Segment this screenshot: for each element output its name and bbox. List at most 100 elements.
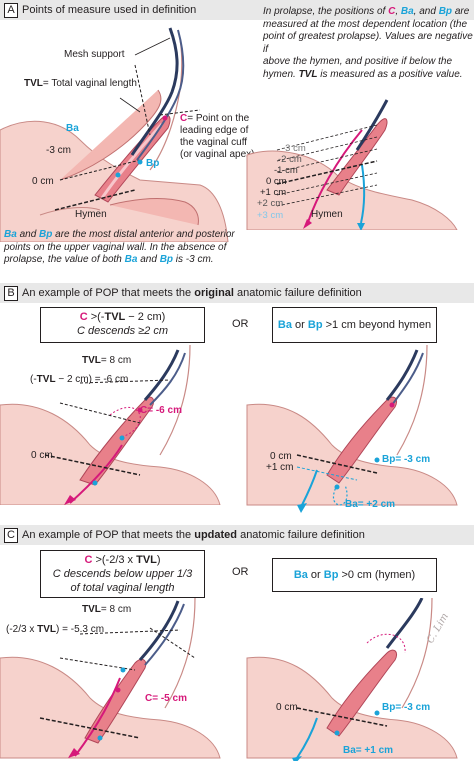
formula-c-post: ) = -5.3 cm [56, 624, 105, 635]
ba-bp-note-l3-ba: Ba [124, 254, 138, 265]
mesh-support-label: Mesh support [64, 49, 125, 60]
panel-c-title-bold: updated [194, 529, 238, 541]
scale-plus1: +1 cm [260, 187, 287, 198]
formula-b-pre: (- [30, 374, 37, 385]
formula-c-tvl: TVL [37, 624, 57, 635]
panel-b-title: An example of POP that meets the origina… [22, 286, 362, 300]
box-b-left-tvl: TVL [104, 311, 126, 323]
box-c-right-or: or [307, 569, 324, 581]
prolapse-note-sep2: , and [413, 6, 439, 17]
c-value-b-num: = -6 cm [147, 405, 182, 416]
panel-b-title-pre: An example of POP that meets the [22, 287, 195, 299]
box-b-left-gt: >(- [87, 311, 105, 323]
panel-b-title-post: anatomic failure definition [233, 287, 362, 299]
formula-b: (-TVL − 2 cm) = -6 cm [30, 374, 128, 386]
criterion-box-b-left: C >(-TVL − 2 cm) C descends ≥2 cm [40, 307, 205, 343]
scale-plus3: +3 cm [257, 210, 284, 221]
panel-a-header: A Points of measure used in definition [0, 0, 474, 20]
ba-bp-note-l3-end: is -3 cm. [173, 254, 214, 265]
c-def-line-2: leading edge of [180, 125, 249, 136]
c-value-b: C= -6 cm [140, 405, 182, 417]
panel-a-title: Points of measure used in definition [22, 4, 197, 16]
ba-bp-note-l3-and: and [137, 254, 160, 265]
tvl-c-value: = 8 cm [100, 604, 132, 615]
c-value-c-num: = -5 cm [152, 693, 187, 704]
ba-label-a: Ba [66, 123, 79, 134]
bp-value-b-letter: Bp [382, 454, 396, 465]
box-b-left-sub: C descends ≥2 cm [76, 325, 169, 337]
or-c: OR [232, 566, 249, 578]
zero-label-b-right: 0 cm [270, 451, 292, 462]
box-c-right-end: >0 cm (hymen) [338, 569, 416, 581]
ba-bp-note-bp: Bp [39, 229, 53, 240]
c-value-b-letter: C [140, 405, 148, 416]
hymen-label-a-right: Hymen [311, 209, 343, 220]
tvl-b: TVL= 8 cm [82, 355, 131, 367]
bp-value-b-num: = -3 cm [395, 454, 431, 465]
c-def-line-1: = Point on the [187, 113, 250, 124]
scale-zero: 0 cm [266, 176, 287, 187]
ba-bp-note-l2: points on the upper vaginal wall. In the… [4, 241, 227, 253]
criterion-box-c-right: Ba or Bp >0 cm (hymen) [272, 558, 437, 592]
zero-label-b-left: 0 cm [31, 450, 53, 461]
anatomy-illustration-a-left [0, 27, 229, 242]
scale-minus1: -1 cm [274, 165, 298, 176]
tvl-definition-text: = Total vaginal length [42, 78, 137, 89]
bp-value-c: Bp= -3 cm [382, 702, 430, 714]
ba-bp-note-l3-bp: Bp [159, 254, 174, 265]
prolapse-note-tvl: TVL [298, 68, 318, 80]
box-b-right-or: or [291, 319, 308, 331]
zero-label-c: 0 cm [276, 702, 298, 713]
prolapse-note-l2: measured at the most dependent location … [263, 18, 468, 30]
tvl-definition: TVL= Total vaginal length [24, 78, 137, 90]
c-definition: C= Point on the leading edge of the vagi… [180, 113, 254, 161]
criterion-box-c-left: C >(-2/3 x TVL) C descends below upper 1… [40, 550, 205, 598]
prolapse-note-sep1: , [395, 6, 401, 17]
prolapse-note-bp: Bp [438, 6, 453, 17]
scale-plus2: +2 cm [257, 198, 284, 209]
prolapse-note-ba: Ba [400, 6, 414, 17]
box-b-left-end: − 2 cm) [125, 311, 166, 323]
box-b-left-c: C [79, 311, 88, 323]
panel-c-letter: C [4, 528, 18, 543]
box-c-right-bp: Bp [323, 569, 339, 581]
c-value-c: C= -5 cm [145, 693, 187, 705]
bp-value-c-num: = -3 cm [395, 702, 431, 713]
formula-c-pre: (-2/3 x [6, 624, 38, 635]
box-c-right-ba: Ba [293, 569, 308, 581]
panel-c-title-pre: An example of POP that meets the [22, 529, 195, 541]
box-c-left-end: ) [156, 554, 161, 566]
ba-value-b-letter: Ba [345, 499, 358, 510]
prolapse-note-l1: In prolapse, the positions of [263, 6, 389, 17]
prolapse-note-l5b: is measured as a positive value. [317, 68, 463, 80]
ba-value-c: Ba= +1 cm [343, 745, 393, 757]
box-c-left-sub2: of total vaginal length [70, 582, 175, 594]
panel-b-letter: B [4, 286, 18, 301]
tvl-b-abbr: TVL [82, 355, 101, 366]
box-b-right-end: >1 cm beyond hymen [322, 319, 432, 331]
plus1-label-b: +1 cm [266, 462, 294, 473]
c-def-line-3: the vaginal cuff [180, 137, 248, 148]
formula-b-tvl: TVL [36, 374, 56, 385]
box-c-left-c: C [84, 554, 93, 566]
ba-value-b: Ba= +2 cm [345, 499, 395, 511]
bp-value-c-letter: Bp [382, 702, 396, 713]
anatomy-illustration-b-left [0, 345, 221, 505]
hymen-label-a: Hymen [75, 209, 107, 220]
panel-c-title-post: anatomic failure definition [237, 529, 365, 541]
ba-bp-note-and: and [16, 229, 40, 240]
tvl-b-value: = 8 cm [100, 355, 132, 366]
prolapse-note-c: C [388, 6, 396, 17]
prolapse-note: In prolapse, the positions of C, Ba, and… [263, 6, 474, 81]
prolapse-note-l1end: are [452, 6, 470, 17]
c-value-c-letter: C [145, 693, 153, 704]
zero-label-a: 0 cm [32, 176, 54, 187]
tvl-c-abbr: TVL [82, 604, 101, 615]
bp-label-a: Bp [146, 158, 160, 169]
ba-bp-note: Ba and Bp are the most distal anterior a… [4, 229, 235, 267]
scale-minus2: -2 cm [278, 154, 302, 165]
c-point-letter: C [180, 113, 188, 124]
anatomy-illustration-c-right [246, 598, 458, 761]
box-b-right-ba: Ba [277, 319, 292, 331]
ba-value-c-letter: Ba [343, 745, 356, 756]
